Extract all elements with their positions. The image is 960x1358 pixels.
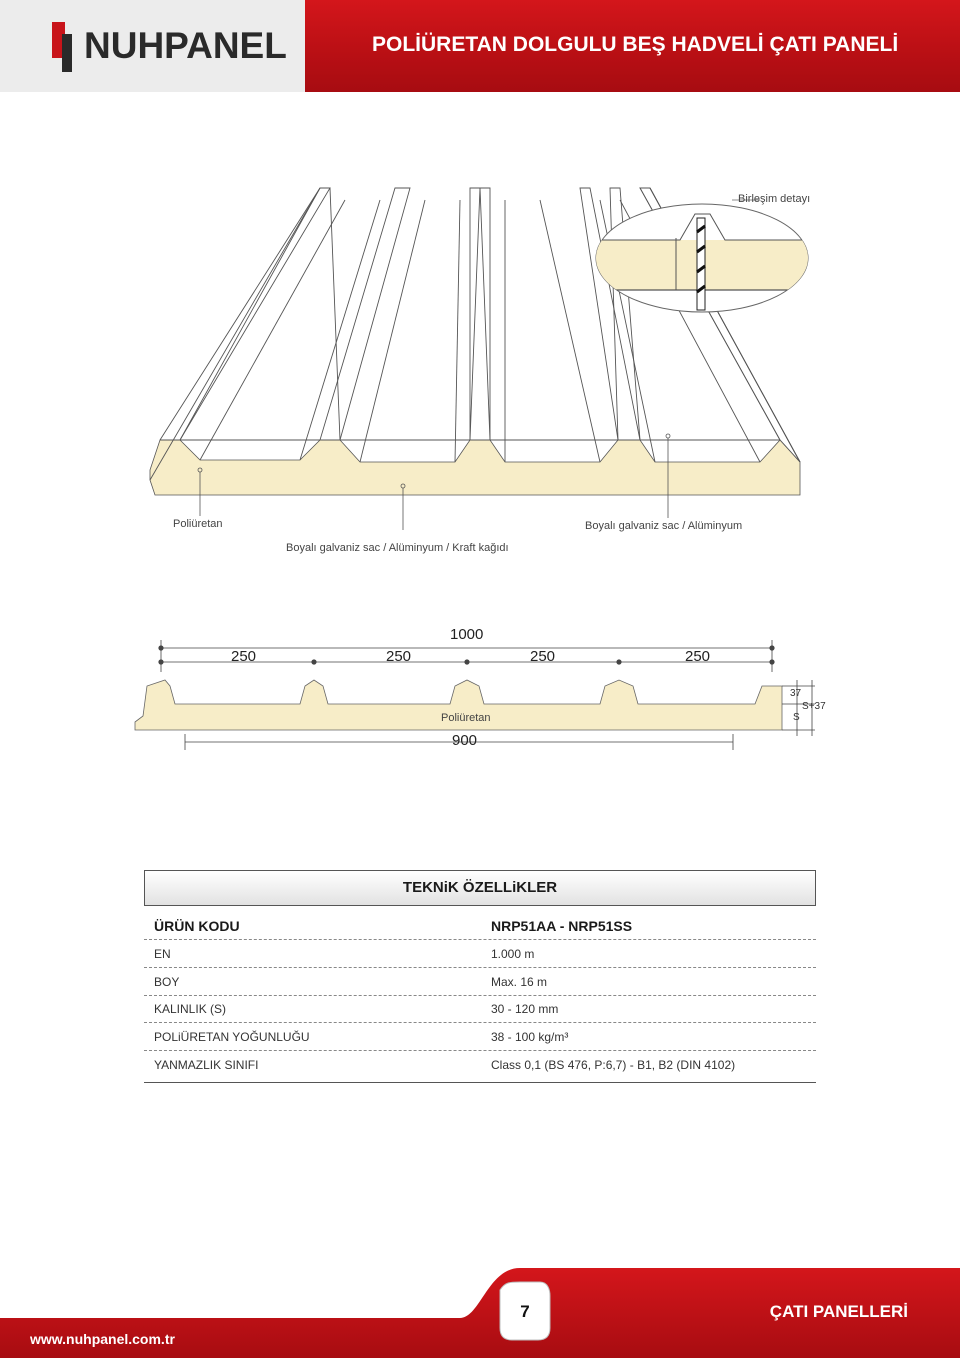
top-sheet-label: Boyalı galvaniz sac / Alüminyum bbox=[585, 520, 743, 532]
section-core-label: Poliüretan bbox=[441, 712, 491, 724]
panel-illustration bbox=[149, 187, 809, 530]
total-width-dimension: 1000 bbox=[450, 626, 484, 643]
effective-width-dimension: 900 bbox=[452, 732, 478, 749]
spec-value: 1.000 m bbox=[491, 947, 535, 961]
product-code-value: NRP51AA - NRP51SS bbox=[491, 918, 633, 934]
spec-value: 38 - 100 kg/m³ bbox=[491, 1030, 569, 1044]
thickness-dimension: S bbox=[793, 712, 800, 723]
spec-label: EN bbox=[154, 947, 171, 961]
pitch-dimension: 250 bbox=[231, 648, 257, 665]
spec-row: EN 1.000 m bbox=[144, 940, 816, 968]
specs-title: TEKNiK ÖZELLiKLER bbox=[144, 870, 816, 906]
logo-area: NUHPANEL bbox=[0, 0, 305, 92]
pitch-dimension: 250 bbox=[685, 648, 711, 665]
page-number: 7 bbox=[520, 1302, 530, 1321]
page-title: POLİÜRETAN DOLGULU BEŞ HADVELİ ÇATI PANE… bbox=[372, 33, 899, 56]
total-thickness-dimension: S+37 bbox=[802, 701, 826, 712]
spec-label: BOY bbox=[154, 975, 180, 989]
section-name: ÇATI PANELLERİ bbox=[769, 1302, 908, 1321]
page-header: NUHPANEL POLİÜRETAN DOLGULU BEŞ HADVELİ … bbox=[0, 0, 960, 92]
spec-label: YANMAZLIK SINIFI bbox=[154, 1058, 259, 1072]
technical-specs-table: TEKNiK ÖZELLiKLER ÜRÜN KODU NRP51AA - NR… bbox=[144, 870, 816, 1083]
spec-row: KALINLIK (S) 30 - 120 mm bbox=[144, 995, 816, 1023]
spec-value: 30 - 120 mm bbox=[491, 1002, 559, 1016]
spec-row: BOY Max. 16 m bbox=[144, 968, 816, 996]
spec-label: KALINLIK (S) bbox=[154, 1002, 227, 1016]
title-bar bbox=[305, 0, 960, 92]
polyurethane-label: Poliüretan bbox=[173, 518, 223, 530]
logo-icon bbox=[52, 22, 72, 72]
section-diagram bbox=[134, 640, 815, 750]
pitch-dimension: 250 bbox=[386, 648, 412, 665]
spec-row: YANMAZLIK SINIFI Class 0,1 (BS 476, P:6,… bbox=[144, 1051, 816, 1078]
pitch-dimension: 250 bbox=[530, 648, 556, 665]
spec-value: Class 0,1 (BS 476, P:6,7) - B1, B2 (DIN … bbox=[491, 1058, 736, 1072]
website-link[interactable]: www.nuhpanel.com.tr bbox=[30, 1331, 175, 1347]
product-code-label: ÜRÜN KODU bbox=[154, 918, 240, 934]
joint-detail-label: Birleşim detayı bbox=[738, 193, 811, 205]
spec-row: POLiÜRETAN YOĞUNLUĞU 38 - 100 kg/m³ bbox=[144, 1023, 816, 1051]
bottom-sheet-label: Boyalı galvaniz sac / Alüminyum / Kraft … bbox=[286, 542, 509, 554]
footer-band bbox=[0, 1268, 960, 1358]
spec-label: POLiÜRETAN YOĞUNLUĞU bbox=[154, 1030, 310, 1044]
spec-header-row: ÜRÜN KODU NRP51AA - NRP51SS bbox=[144, 912, 816, 940]
rib-height-dimension: 37 bbox=[790, 688, 802, 699]
logo-wordmark: NUHPANEL bbox=[84, 25, 287, 66]
spec-value: Max. 16 m bbox=[491, 975, 548, 989]
